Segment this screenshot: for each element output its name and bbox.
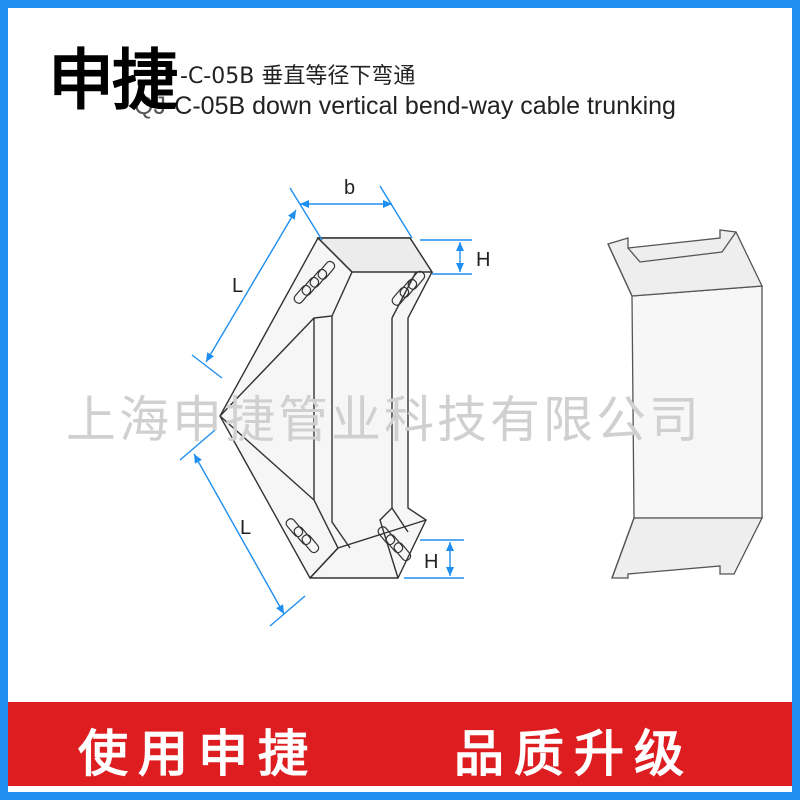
dim-b-ext-left — [289, 187, 323, 241]
label-b: b — [344, 177, 355, 199]
company-watermark: 上海申捷管业科技有限公司 — [66, 391, 702, 449]
dim-L-top-line — [205, 209, 297, 363]
vent-slots-top-right — [391, 270, 426, 306]
side-view-top-inner — [627, 231, 737, 263]
label-H-bottom: H — [424, 551, 438, 573]
fitting-inner-wall-left — [331, 316, 351, 549]
vent-slots-bottom-left — [285, 518, 320, 554]
dim-L-top-ext — [191, 354, 223, 379]
brand-logo: 申捷 — [48, 42, 178, 119]
vent-slots-bottom-right — [377, 526, 412, 562]
fitting-bottom-rim — [309, 519, 427, 579]
label-L-top: L — [232, 275, 243, 297]
fitting-right-bottom — [379, 507, 399, 579]
bend-fitting-side-view — [607, 229, 764, 579]
dim-L-bottom-ext2 — [269, 595, 306, 627]
slogan-right: 品质升级 — [454, 725, 694, 783]
dimension-labels: b L L H H — [232, 177, 490, 573]
label-H-top: H — [476, 249, 490, 271]
fitting-center-ridge — [219, 317, 315, 417]
slogan-left: 使用申捷 — [78, 725, 318, 783]
side-view-bottom-flange — [611, 517, 764, 579]
side-view-top-flange — [607, 229, 763, 297]
dim-L-bottom-line — [193, 453, 285, 615]
title-chinese: -C-05B 垂直等径下弯通 — [180, 64, 416, 89]
label-L-bottom: L — [240, 517, 251, 539]
side-view-top-left-lip — [607, 243, 633, 297]
dim-b-ext-right — [379, 185, 413, 239]
dimension-lines — [179, 185, 472, 627]
slogan-banner: 使用申捷 品质升级 — [8, 702, 792, 786]
title-english-text: C-05B down vertical bend-way cable trunk… — [174, 92, 676, 120]
title-english: QJ-C-05B down vertical bend-way cable tr… — [134, 92, 676, 121]
title-english-prefix: QJ- — [134, 92, 175, 120]
dim-L-bottom-ext — [179, 429, 216, 461]
side-view-bottom-inner — [611, 517, 635, 579]
